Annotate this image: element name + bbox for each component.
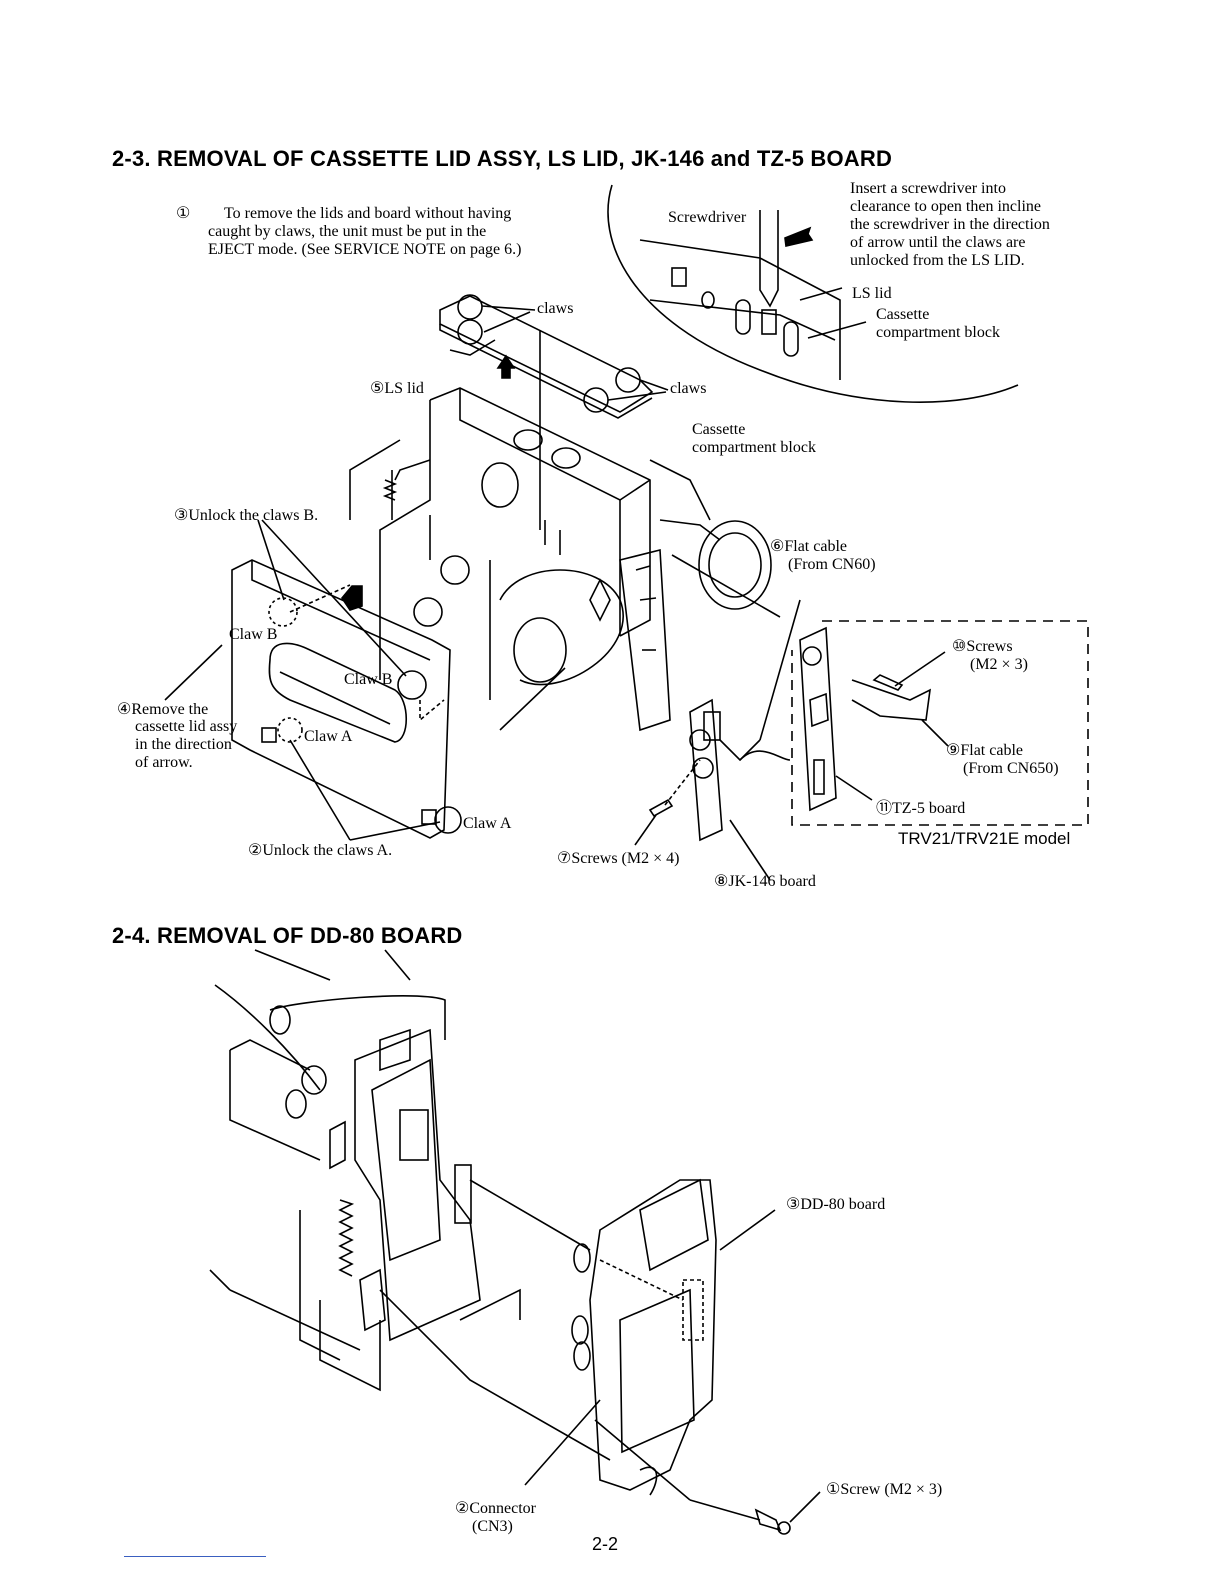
label-ls-lid: ⑤LS lid	[370, 380, 424, 397]
note-left: ① To remove the lids and board without h…	[176, 205, 522, 259]
section-title-2-3: 2-3. REMOVAL OF CASSETTE LID ASSY, LS LI…	[112, 146, 893, 171]
label-ls-lid-inset: LS lid	[852, 285, 892, 302]
note-left-marker: ①	[176, 205, 191, 222]
ls-lid-part	[439, 294, 669, 419]
label-screws-10-1: ⑩Screws	[952, 638, 1013, 655]
label-screw-1: ①Screw (M2 × 3)	[826, 1481, 943, 1498]
label-remove-1: ④Remove the	[117, 701, 209, 718]
dd80-board-diagram	[209, 949, 821, 1535]
label-claw-a-left: Claw A	[304, 728, 353, 745]
cassette-compartment-block	[349, 330, 772, 732]
label-claws-top: claws	[537, 300, 574, 317]
label-claw-a-bottom: Claw A	[463, 815, 512, 832]
label-jk146-board: ⑧JK-146 board	[714, 873, 816, 890]
label-screwdriver: Screwdriver	[668, 209, 747, 226]
label-flat-cable-9-2: (From CN650)	[963, 760, 1059, 777]
label-screws-7: ⑦Screws (M2 × 4)	[557, 850, 680, 867]
note-right-line-4: of arrow until the claws are	[850, 234, 1026, 251]
cassette-lid-assy	[164, 519, 566, 841]
note-right: Insert a screwdriver into clearance to o…	[850, 180, 1050, 270]
note-right-line-5: unlocked from the LS LID.	[850, 252, 1025, 269]
label-connector-1: ②Connector	[455, 1500, 536, 1517]
label-claw-b-mid: Claw B	[344, 671, 393, 688]
label-claws-right: claws	[670, 380, 707, 397]
label-unlock-claws-b: ③Unlock the claws B.	[174, 507, 319, 524]
label-connector-2: (CN3)	[472, 1518, 513, 1535]
label-tz5-board: ⑪TZ-5 board	[876, 800, 966, 817]
jk146-board-part	[634, 554, 801, 881]
label-claw-b-left: Claw B	[229, 626, 278, 643]
label-cassette-main-1: Cassette	[692, 421, 746, 438]
label-remove-2: cassette lid assy	[135, 718, 238, 735]
label-remove-4: of arrow.	[135, 754, 193, 771]
note-right-line-3: the screwdriver in the direction	[850, 216, 1050, 233]
label-flat-cable-9-1: ⑨Flat cable	[946, 742, 1023, 759]
label-screws-10-2: (M2 × 3)	[970, 656, 1028, 673]
note-left-line-1: To remove the lids and board without hav…	[224, 205, 512, 222]
label-cassette-inset-1: Cassette	[876, 306, 930, 323]
note-left-line-2: caught by claws, the unit must be put in…	[208, 223, 487, 240]
label-flat-cable-6-2: (From CN60)	[788, 556, 876, 573]
label-unlock-claws-a: ②Unlock the claws A.	[248, 842, 393, 859]
page-number: 2-2	[592, 1534, 619, 1554]
label-remove-3: in the direction	[135, 736, 232, 753]
screwdriver-inset-bubble	[607, 184, 1019, 403]
label-cassette-main-2: compartment block	[692, 439, 816, 456]
footer-rule	[124, 1556, 266, 1557]
note-right-line-1: Insert a screwdriver into	[850, 180, 1006, 197]
label-flat-cable-6-1: ⑥Flat cable	[770, 538, 847, 555]
label-model: TRV21/TRV21E model	[898, 829, 1071, 848]
label-cassette-inset-2: compartment block	[876, 324, 1000, 341]
label-dd80-board: ③DD-80 board	[786, 1196, 886, 1213]
section-title-2-4: 2-4. REMOVAL OF DD-80 BOARD	[112, 923, 463, 948]
note-right-line-2: clearance to open then incline	[850, 198, 1042, 215]
tz5-board-box	[791, 620, 1089, 826]
note-left-line-3: EJECT mode. (See SERVICE NOTE on page 6.…	[208, 241, 522, 258]
